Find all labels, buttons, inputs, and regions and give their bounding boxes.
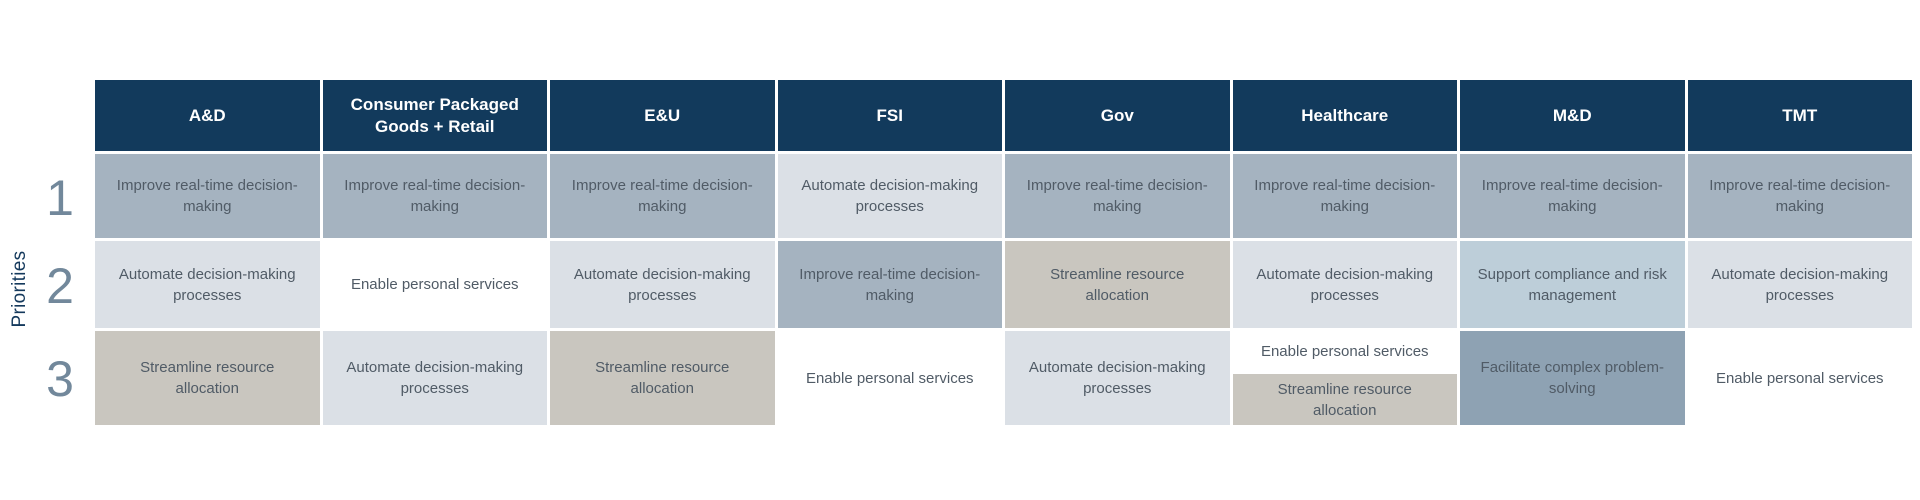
column-header: Gov [1005,80,1230,151]
priority-cell: Improve real-time decision-making [777,241,1002,328]
column-header: Healthcare [1232,80,1457,151]
priority-cell: Improve real-time decision-making [95,154,320,238]
priority-cell: Improve real-time decision-making [322,154,547,238]
column-header: A&D [95,80,320,151]
column-header: E&U [550,80,775,151]
priority-cell: Enable personal services [777,331,1002,425]
priority-cell: Enable personal services [1232,331,1457,371]
priority-cell: Improve real-time decision-making [1687,154,1912,238]
column-header: Consumer Packaged Goods + Retail [322,80,547,151]
priority-cell: Enable personal services [1687,331,1912,425]
priority-cell: Streamline resource allocation [550,331,775,425]
priority-cell: Automate decision-making processes [95,241,320,328]
priorities-axis-label: Priorities [9,250,30,328]
column-header: M&D [1460,80,1685,151]
priority-cell: Improve real-time decision-making [1005,154,1230,238]
priority-cell: Improve real-time decision-making [550,154,775,238]
priority-cell: Enable personal services [322,241,547,328]
priority-number-1: 1 [46,170,74,226]
priority-cell: Automate decision-making processes [777,154,1002,238]
priority-cell: Automate decision-making processes [1687,241,1912,328]
column-header: FSI [777,80,1002,151]
priority-number-2: 2 [46,258,74,314]
priority-cell: Automate decision-making processes [550,241,775,328]
priority-cell: Improve real-time decision-making [1460,154,1685,238]
priority-cell: Streamline resource allocation [1232,374,1457,425]
priority-cell: Facilitate complex problem-solving [1460,331,1685,425]
priority-cell: Support compliance and risk management [1460,241,1685,328]
column-header: TMT [1687,80,1912,151]
priority-cell: Automate decision-making processes [322,331,547,425]
priority-cell: Streamline resource allocation [1005,241,1230,328]
priority-cell: Streamline resource allocation [95,331,320,425]
priority-cell: Automate decision-making processes [1232,241,1457,328]
priority-number-3: 3 [46,351,74,407]
priority-cell: Improve real-time decision-making [1232,154,1457,238]
priority-cell: Automate decision-making processes [1005,331,1230,425]
